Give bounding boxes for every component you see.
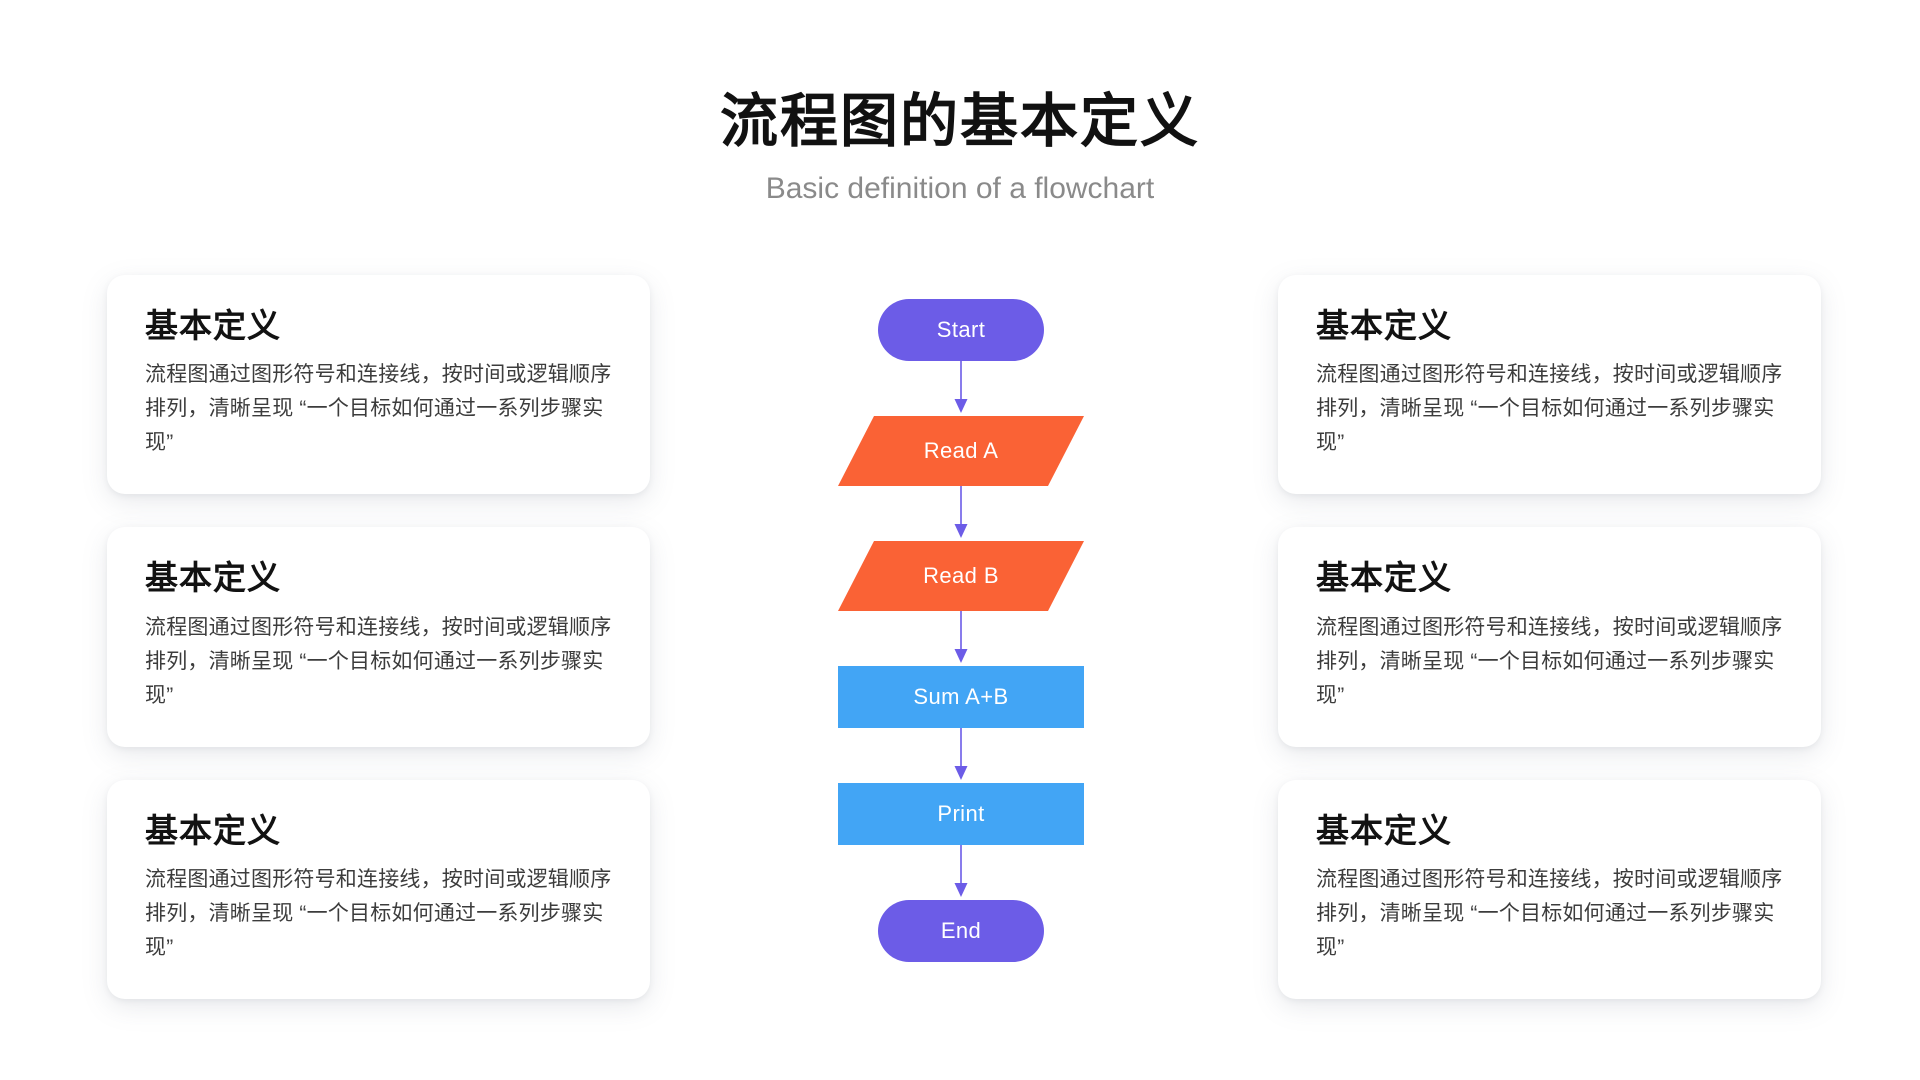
flow-connector-sum-to-print [838, 728, 1084, 783]
page-subtitle: Basic definition of a flowchart [765, 172, 1155, 206]
flow-node-label: Read A [923, 438, 999, 463]
flow-node-row: Read A [838, 416, 1084, 486]
flow-node-row: End [838, 900, 1084, 962]
flow-node-label: Read B [923, 563, 999, 588]
info-card[interactable]: 基本定义 流程图通过图形符号和连接线，按时间或逻辑顺序排列，清晰呈现 “一个目标… [107, 779, 650, 999]
flow-node-read-b[interactable]: Read B [838, 541, 1084, 611]
flow-node-print[interactable]: Print [838, 783, 1084, 845]
flowchart: Start Read A [838, 299, 1084, 962]
right-card-column: 基本定义 流程图通过图形符号和连接线，按时间或逻辑顺序排列，清晰呈现 “一个目标… [1278, 275, 1821, 999]
flow-connector-print-to-end [838, 845, 1084, 900]
info-card[interactable]: 基本定义 流程图通过图形符号和连接线，按时间或逻辑顺序排列，清晰呈现 “一个目标… [107, 275, 650, 495]
info-card-body: 流程图通过图形符号和连接线，按时间或逻辑顺序排列，清晰呈现 “一个目标如何通过一… [145, 615, 612, 707]
info-card-title: 基本定义 [145, 559, 281, 597]
page-title: 流程图的基本定义 [719, 89, 1200, 154]
info-card[interactable]: 基本定义 流程图通过图形符号和连接线，按时间或逻辑顺序排列，清晰呈现 “一个目标… [107, 527, 650, 747]
flow-node-sum[interactable]: Sum A+B [838, 666, 1084, 728]
flow-connector-readb-to-sum [838, 611, 1084, 666]
flow-node-row: Start [838, 299, 1084, 361]
info-card-body: 流程图通过图形符号和连接线，按时间或逻辑顺序排列，清晰呈现 “一个目标如何通过一… [1316, 615, 1783, 707]
info-card-title: 基本定义 [1316, 559, 1452, 597]
arrow-down-icon [954, 728, 968, 780]
arrow-down-icon [954, 361, 968, 413]
arrow-down-icon [954, 845, 968, 897]
flow-node-row: Sum A+B [838, 666, 1084, 728]
flow-node-label: Sum A+B [913, 684, 1009, 709]
flow-node-end[interactable]: End [878, 900, 1044, 962]
flow-node-label: End [940, 918, 982, 943]
flow-node-label: Print [937, 801, 985, 826]
info-card-title: 基本定义 [145, 811, 281, 849]
info-card-body: 流程图通过图形符号和连接线，按时间或逻辑顺序排列，清晰呈现 “一个目标如何通过一… [145, 867, 612, 959]
flow-node-row: Read B [838, 541, 1084, 611]
arrow-down-icon [954, 611, 968, 663]
flow-node-label: Start [936, 317, 986, 342]
slide-header: 流程图的基本定义 Basic definition of a flowchart [0, 0, 1920, 208]
parallelogram-shape [838, 541, 1084, 611]
info-card[interactable]: 基本定义 流程图通过图形符号和连接线，按时间或逻辑顺序排列，清晰呈现 “一个目标… [1278, 527, 1821, 747]
flow-node-start[interactable]: Start [878, 299, 1044, 361]
info-card-body: 流程图通过图形符号和连接线，按时间或逻辑顺序排列，清晰呈现 “一个目标如何通过一… [1316, 867, 1783, 959]
info-card[interactable]: 基本定义 流程图通过图形符号和连接线，按时间或逻辑顺序排列，清晰呈现 “一个目标… [1278, 779, 1821, 999]
flow-connector-reada-to-readb [838, 486, 1084, 541]
left-card-column: 基本定义 流程图通过图形符号和连接线，按时间或逻辑顺序排列，清晰呈现 “一个目标… [107, 275, 650, 999]
parallelogram-shape [838, 416, 1084, 486]
flow-node-row: Print [838, 783, 1084, 845]
info-card-body: 流程图通过图形符号和连接线，按时间或逻辑顺序排列，清晰呈现 “一个目标如何通过一… [145, 363, 612, 455]
info-card-title: 基本定义 [1316, 307, 1452, 344]
info-card[interactable]: 基本定义 流程图通过图形符号和连接线，按时间或逻辑顺序排列，清晰呈现 “一个目标… [1278, 275, 1821, 495]
arrow-down-icon [954, 486, 968, 538]
info-card-title: 基本定义 [145, 307, 281, 344]
info-card-body: 流程图通过图形符号和连接线，按时间或逻辑顺序排列，清晰呈现 “一个目标如何通过一… [1316, 363, 1783, 455]
flow-node-read-a[interactable]: Read A [838, 416, 1084, 486]
flow-connector-start-to-reada [838, 361, 1084, 416]
info-card-title: 基本定义 [1316, 811, 1452, 849]
